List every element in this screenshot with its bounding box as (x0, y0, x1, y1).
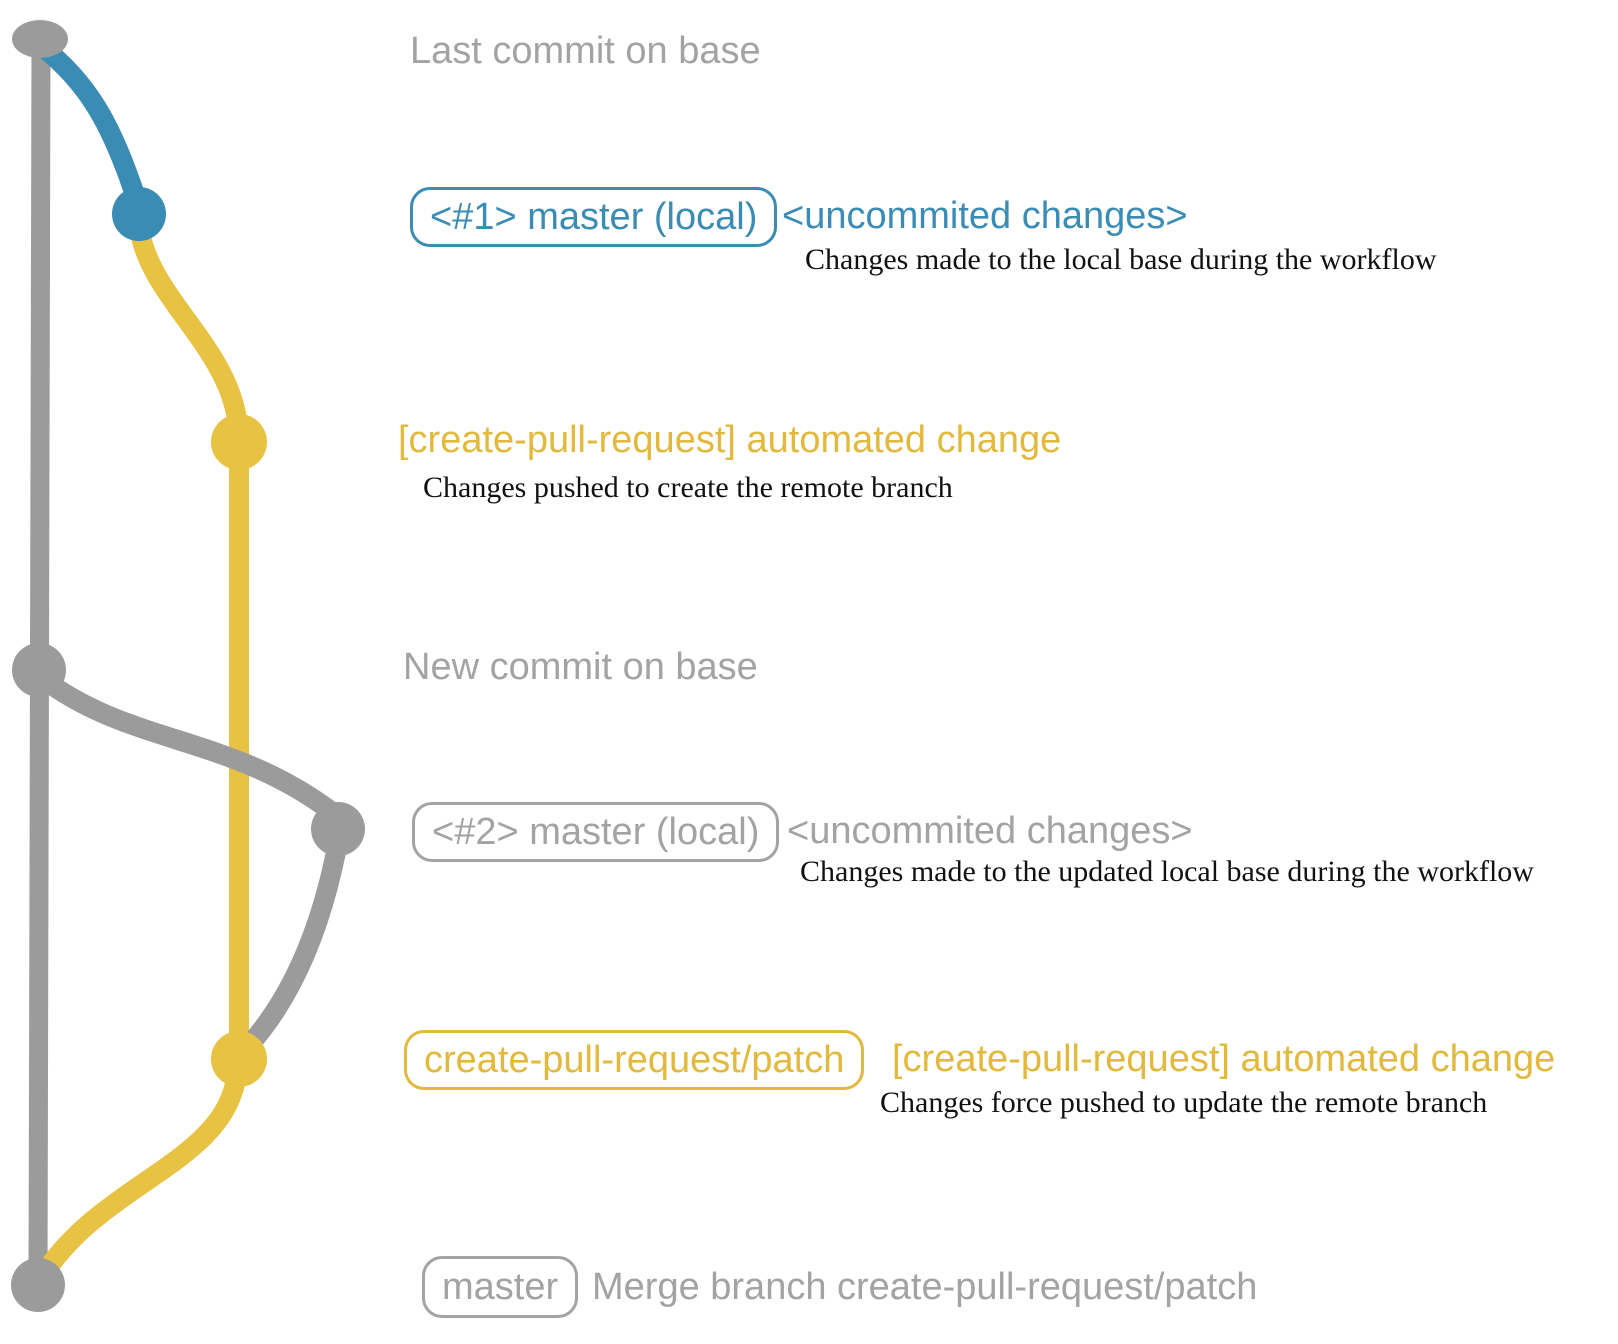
badge-master-local-1: <#1> master (local) (410, 187, 778, 247)
automated-change-heading-2: [create-pull-request] automated change (892, 1038, 1556, 1081)
commit-dot-last-base (12, 20, 68, 58)
commit-dot-new-base (12, 643, 66, 697)
commit-dot-local-1 (112, 187, 166, 241)
last-commit-label: Last commit on base (410, 30, 761, 73)
badge-master: master (422, 1256, 579, 1318)
commit-dot-local-2 (311, 802, 365, 856)
badge-master-local-2: <#2> master (local) (412, 802, 780, 862)
local-changes-description-1: Changes made to the local base during th… (805, 243, 1437, 276)
commit-dot-merge (11, 1258, 65, 1312)
force-push-description: Changes force pushed to update the remot… (880, 1086, 1488, 1119)
badge-create-pull-request-patch: create-pull-request/patch (404, 1030, 865, 1090)
remote-branch-create-curve (130, 222, 248, 438)
force-push-curve (242, 842, 346, 1052)
local-branch-curve (30, 35, 146, 208)
new-commit-label: New commit on base (403, 646, 758, 689)
remote-branch-merge-curve (38, 1062, 247, 1278)
automated-change-heading-1: [create-pull-request] automated change (398, 419, 1062, 462)
uncommited-changes-heading-2: <uncommited changes> (787, 810, 1193, 853)
commit-dot-remote-1 (211, 414, 267, 470)
push-description: Changes pushed to create the remote bran… (423, 471, 953, 504)
merge-branch-label: Merge branch create-pull-request/patch (592, 1266, 1258, 1309)
commit-dot-remote-2 (211, 1031, 267, 1087)
uncommited-changes-heading-1: <uncommited changes> (782, 195, 1188, 238)
local-changes-description-2: Changes made to the updated local base d… (800, 855, 1534, 888)
local-rebase-curve (32, 668, 342, 822)
